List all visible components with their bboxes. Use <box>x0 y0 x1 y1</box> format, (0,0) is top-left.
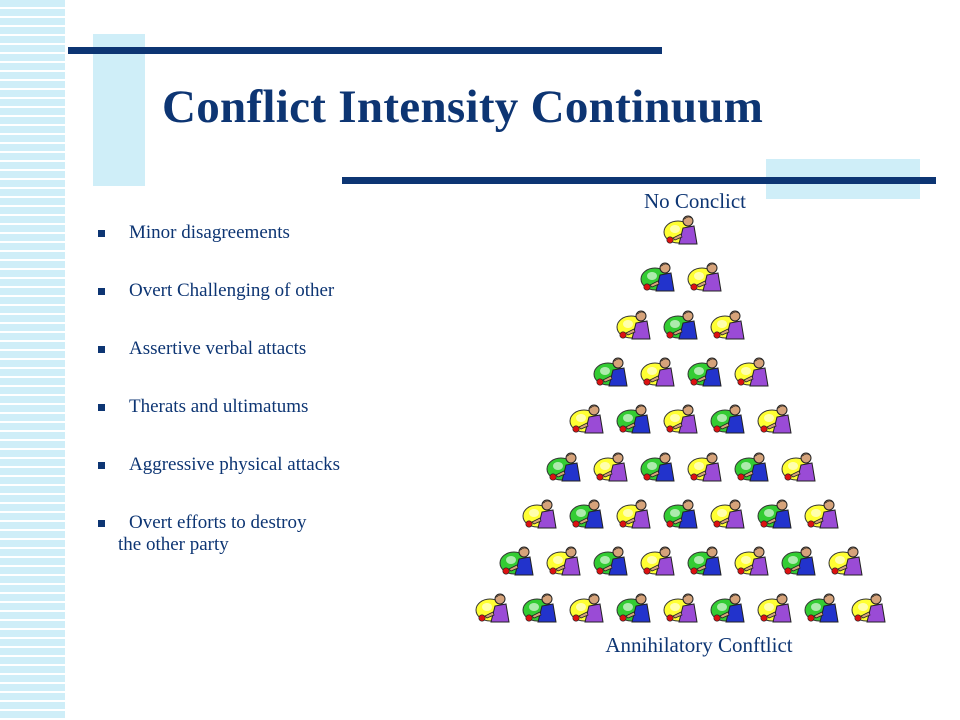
bullet-square-icon <box>98 462 105 469</box>
person-confrontation-icon <box>497 545 535 577</box>
person-confrontation-icon <box>591 356 629 388</box>
bullet-square-icon <box>98 520 105 527</box>
person-confrontation-icon <box>567 403 605 435</box>
person-confrontation-icon <box>779 451 817 483</box>
person-confrontation-icon <box>732 356 770 388</box>
scale-bottom-label: Annihilatory Conftlict <box>605 633 793 657</box>
person-confrontation-icon <box>732 451 770 483</box>
person-confrontation-icon <box>544 545 582 577</box>
page-title: Conflict Intensity Continuum <box>162 81 764 133</box>
bullet-square-icon <box>98 288 105 295</box>
person-confrontation-icon <box>614 592 652 624</box>
person-confrontation-icon <box>614 309 652 341</box>
person-confrontation-icon <box>826 545 864 577</box>
person-confrontation-icon <box>520 498 558 530</box>
person-confrontation-icon <box>638 451 676 483</box>
person-confrontation-icon <box>567 592 605 624</box>
person-confrontation-icon <box>685 545 723 577</box>
person-confrontation-icon <box>802 498 840 530</box>
title-rule-top <box>68 47 662 54</box>
bullet-text: Overt efforts to destroy <box>129 512 307 533</box>
bullet-text: Aggressive physical attacks <box>129 454 341 475</box>
person-confrontation-icon <box>614 403 652 435</box>
title-rule-bottom <box>342 177 936 184</box>
person-confrontation-icon <box>708 498 746 530</box>
person-confrontation-icon <box>473 592 511 624</box>
person-confrontation-icon <box>779 545 817 577</box>
person-confrontation-icon <box>708 403 746 435</box>
bullet-text: Therats and ultimatums <box>129 396 309 417</box>
person-confrontation-icon <box>591 545 629 577</box>
person-confrontation-icon <box>685 356 723 388</box>
bullet-text: Minor disagreements <box>129 222 290 243</box>
decorative-stripe-bar <box>0 0 68 720</box>
person-confrontation-icon <box>802 592 840 624</box>
person-confrontation-icon <box>708 592 746 624</box>
bullet-square-icon <box>98 404 105 411</box>
bullet-square-icon <box>98 346 105 353</box>
person-confrontation-icon <box>849 592 887 624</box>
bullet-text: Overt Challenging of other <box>129 280 335 301</box>
person-confrontation-icon <box>755 403 793 435</box>
person-confrontation-icon <box>614 498 652 530</box>
person-confrontation-icon <box>685 451 723 483</box>
person-confrontation-icon <box>520 592 558 624</box>
bullet-text: Assertive verbal attacts <box>129 338 307 359</box>
scale-top-label: No Conclict <box>643 189 747 213</box>
person-confrontation-icon <box>661 498 699 530</box>
person-confrontation-icon <box>708 309 746 341</box>
person-confrontation-icon <box>732 545 770 577</box>
person-confrontation-icon <box>567 498 605 530</box>
person-confrontation-icon <box>685 261 723 293</box>
person-confrontation-icon <box>638 356 676 388</box>
person-confrontation-icon <box>591 451 629 483</box>
bullet-square-icon <box>98 230 105 237</box>
bullet-continuation-text: the other party <box>118 534 229 555</box>
person-confrontation-icon <box>661 403 699 435</box>
person-confrontation-icon <box>661 214 699 246</box>
person-confrontation-icon <box>755 592 793 624</box>
person-confrontation-icon <box>661 592 699 624</box>
person-confrontation-icon <box>755 498 793 530</box>
title-accent-block <box>93 34 145 186</box>
person-confrontation-icon <box>661 309 699 341</box>
person-confrontation-icon <box>638 545 676 577</box>
person-confrontation-icon <box>638 261 676 293</box>
person-confrontation-icon <box>544 451 582 483</box>
